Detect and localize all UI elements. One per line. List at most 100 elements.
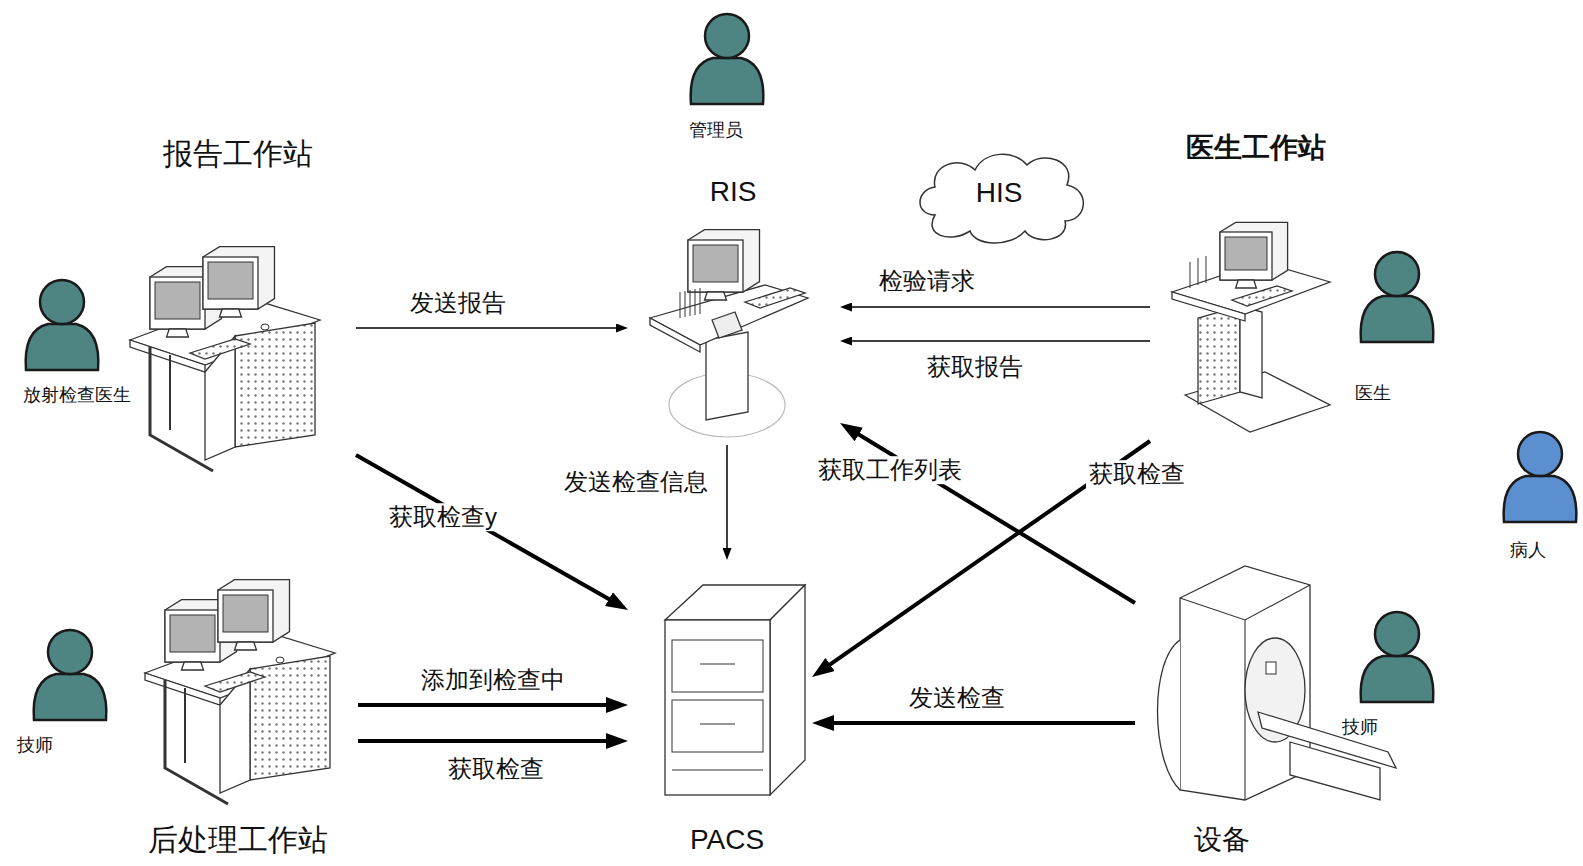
person-head bbox=[40, 280, 84, 324]
kiosk-column bbox=[706, 332, 748, 420]
flow-arrow bbox=[844, 340, 1150, 342]
tablet bbox=[712, 312, 742, 338]
monitor-screen bbox=[170, 615, 215, 652]
workstation-node: 报告工作站 bbox=[120, 132, 356, 475]
person-body bbox=[34, 674, 107, 720]
monitor-stand bbox=[182, 662, 204, 670]
mouse bbox=[261, 324, 269, 330]
workstation-node: 医生工作站 bbox=[1150, 126, 1360, 442]
file-slot bbox=[685, 291, 686, 317]
monitor-screen bbox=[208, 262, 253, 299]
node-title: 报告工作站 bbox=[163, 137, 313, 172]
monitor-screen bbox=[1225, 237, 1267, 270]
person-icon bbox=[26, 280, 99, 370]
edge-label: 获取报告 bbox=[924, 353, 1026, 381]
role-label: 技师 bbox=[17, 735, 53, 756]
person-body bbox=[1361, 296, 1434, 342]
kiosk-tray-edge bbox=[650, 318, 700, 352]
file-slot bbox=[700, 288, 701, 314]
pacs-server-drawing bbox=[665, 585, 805, 795]
node-title: RIS bbox=[710, 176, 757, 208]
node-title: 设备 bbox=[1194, 824, 1250, 856]
workstation-node: 后处理工作站 bbox=[120, 562, 358, 862]
file-slot bbox=[680, 292, 681, 318]
person-body bbox=[1504, 476, 1577, 522]
monitor-stand bbox=[220, 309, 242, 317]
control-panel bbox=[1266, 662, 1276, 674]
edge-label: 获取检查 bbox=[1086, 460, 1188, 488]
doctor-workstation-drawing bbox=[1172, 222, 1330, 432]
mouse bbox=[276, 657, 284, 663]
node-title: HIS bbox=[976, 177, 1023, 209]
table-base bbox=[1290, 742, 1380, 800]
monitor-screen bbox=[155, 282, 200, 319]
drawer-handle bbox=[672, 664, 763, 770]
person-body bbox=[26, 324, 99, 370]
role-label: 病人 bbox=[1510, 540, 1546, 561]
person-head bbox=[705, 14, 749, 58]
monitor-stand bbox=[705, 292, 727, 300]
monitor-screen bbox=[223, 595, 268, 632]
monitor-stand bbox=[167, 329, 189, 337]
flow-arrow bbox=[356, 327, 624, 329]
edge-label: 获取检查y bbox=[386, 503, 500, 531]
monitor-housing bbox=[1220, 222, 1288, 280]
flow-arrow bbox=[358, 703, 618, 707]
desk-cabinet bbox=[250, 656, 330, 780]
edge-label: 添加到检查中 bbox=[418, 666, 568, 694]
equipment-drawings bbox=[130, 222, 1396, 804]
monitor-front bbox=[218, 590, 273, 642]
monitor-screen bbox=[693, 245, 738, 282]
flow-arrow bbox=[844, 306, 1150, 308]
desk-leg bbox=[165, 680, 228, 804]
monitor-housing bbox=[218, 580, 290, 642]
drawer bbox=[672, 700, 763, 752]
keyboard bbox=[205, 672, 265, 692]
ris-kiosk-drawing bbox=[650, 230, 808, 437]
person-head bbox=[48, 630, 92, 674]
role-label: 医生 bbox=[1355, 383, 1391, 404]
desk-leg bbox=[150, 347, 213, 471]
cart-column bbox=[1198, 306, 1240, 404]
file-slot bbox=[690, 290, 691, 316]
desk-cabinet bbox=[235, 323, 315, 447]
role-label: 技师 bbox=[1342, 717, 1378, 738]
file-slot bbox=[695, 289, 696, 315]
monitor-housing bbox=[203, 247, 275, 309]
device-node: 设备 bbox=[1135, 558, 1405, 862]
drawer bbox=[672, 640, 763, 692]
scanner-cover bbox=[1158, 640, 1181, 790]
edge-label: 检验请求 bbox=[876, 267, 978, 295]
person-icon bbox=[1361, 612, 1434, 702]
desk-leg bbox=[169, 355, 171, 430]
report-workstation-drawing bbox=[130, 247, 320, 471]
keyboard bbox=[1232, 286, 1292, 306]
role-label: 放射检查医生 bbox=[23, 385, 131, 406]
person-head bbox=[1375, 612, 1419, 656]
person-icon bbox=[691, 14, 764, 104]
cart-shelf-edge bbox=[1172, 292, 1245, 321]
ris-node: RIS bbox=[628, 172, 840, 445]
flow-arrow bbox=[726, 445, 728, 556]
monitor-front bbox=[150, 277, 205, 329]
cloud-shape bbox=[920, 154, 1083, 243]
person-icon bbox=[1361, 252, 1434, 342]
edge-label: 获取工作列表 bbox=[815, 456, 965, 484]
person-icon bbox=[34, 630, 107, 720]
edge-label: 发送检查 bbox=[906, 684, 1008, 712]
monitor-stand bbox=[1236, 280, 1257, 288]
edge-label: 发送检查信息 bbox=[561, 468, 711, 496]
keyboard bbox=[190, 339, 250, 359]
role-label: 管理员 bbox=[689, 120, 743, 141]
his-cloud: HIS bbox=[915, 145, 1090, 250]
person-head bbox=[1375, 252, 1419, 296]
desk-leg bbox=[184, 688, 186, 763]
pacs-node: PACS bbox=[628, 560, 812, 862]
person-icon bbox=[1504, 432, 1577, 522]
monitor-front bbox=[165, 610, 220, 662]
keyboard bbox=[745, 288, 805, 308]
edge-label: 发送报告 bbox=[407, 289, 509, 317]
monitor-front bbox=[688, 240, 743, 292]
cabinet-front bbox=[665, 620, 770, 795]
